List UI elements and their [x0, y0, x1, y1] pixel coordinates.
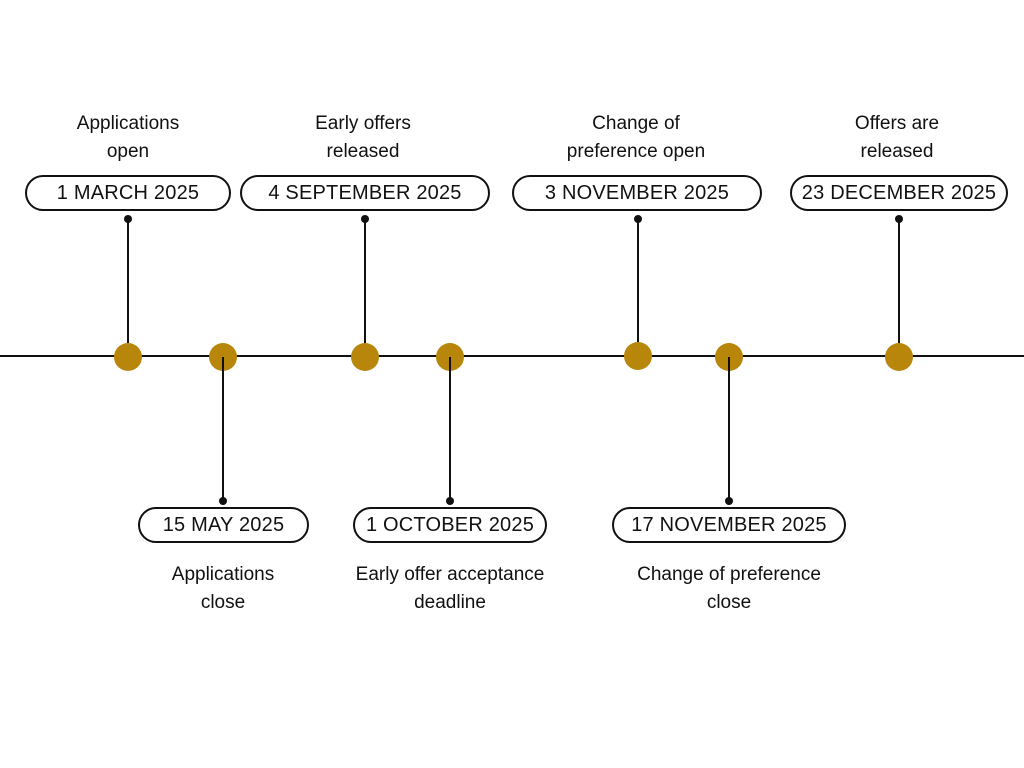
date-label: 3 NOVEMBER 2025	[512, 175, 762, 211]
event-caption: Early offers released	[273, 110, 453, 166]
connector-line	[449, 357, 451, 501]
date-label: 23 DECEMBER 2025	[790, 175, 1008, 211]
timeline-axis	[0, 355, 1024, 357]
caption-line: Early offer acceptance	[355, 564, 545, 585]
caption-line: released	[860, 141, 934, 162]
connector-line	[637, 219, 639, 356]
connector-dot	[725, 497, 733, 505]
caption-line: deadline	[414, 592, 486, 613]
caption-line: released	[326, 141, 400, 162]
connector-line	[222, 357, 224, 501]
connector-line	[364, 219, 366, 356]
caption-line: open	[106, 141, 150, 162]
event-caption: Offers are released	[807, 110, 987, 166]
connector-line	[728, 357, 730, 501]
date-label: 4 SEPTEMBER 2025	[240, 175, 490, 211]
caption-line: close	[706, 592, 752, 613]
caption-line: Offers are	[854, 113, 940, 134]
event-caption: Applications open	[38, 110, 218, 166]
date-label: 1 MARCH 2025	[25, 175, 231, 211]
date-label: 1 OCTOBER 2025	[353, 507, 547, 543]
connector-dot	[219, 497, 227, 505]
caption-line: Change of	[592, 113, 680, 134]
timeline-node	[114, 343, 142, 371]
connector-dot	[446, 497, 454, 505]
caption-line: preference open	[566, 141, 706, 162]
caption-line: Early offers	[315, 113, 411, 134]
timeline-node	[351, 343, 379, 371]
caption-line: close	[200, 592, 246, 613]
timeline-node	[624, 342, 652, 370]
connector-line	[898, 219, 900, 356]
connector-line	[127, 219, 129, 356]
date-label: 17 NOVEMBER 2025	[612, 507, 846, 543]
date-label: 15 MAY 2025	[138, 507, 309, 543]
timeline-node	[885, 343, 913, 371]
event-caption: Change of preference close	[614, 561, 844, 617]
event-caption: Change of preference open	[536, 110, 736, 166]
caption-line: Applications	[171, 564, 275, 585]
event-caption: Early offer acceptance deadline	[335, 561, 565, 617]
event-caption: Applications close	[133, 561, 313, 617]
caption-line: Change of preference	[637, 564, 821, 585]
caption-line: Applications	[76, 113, 180, 134]
